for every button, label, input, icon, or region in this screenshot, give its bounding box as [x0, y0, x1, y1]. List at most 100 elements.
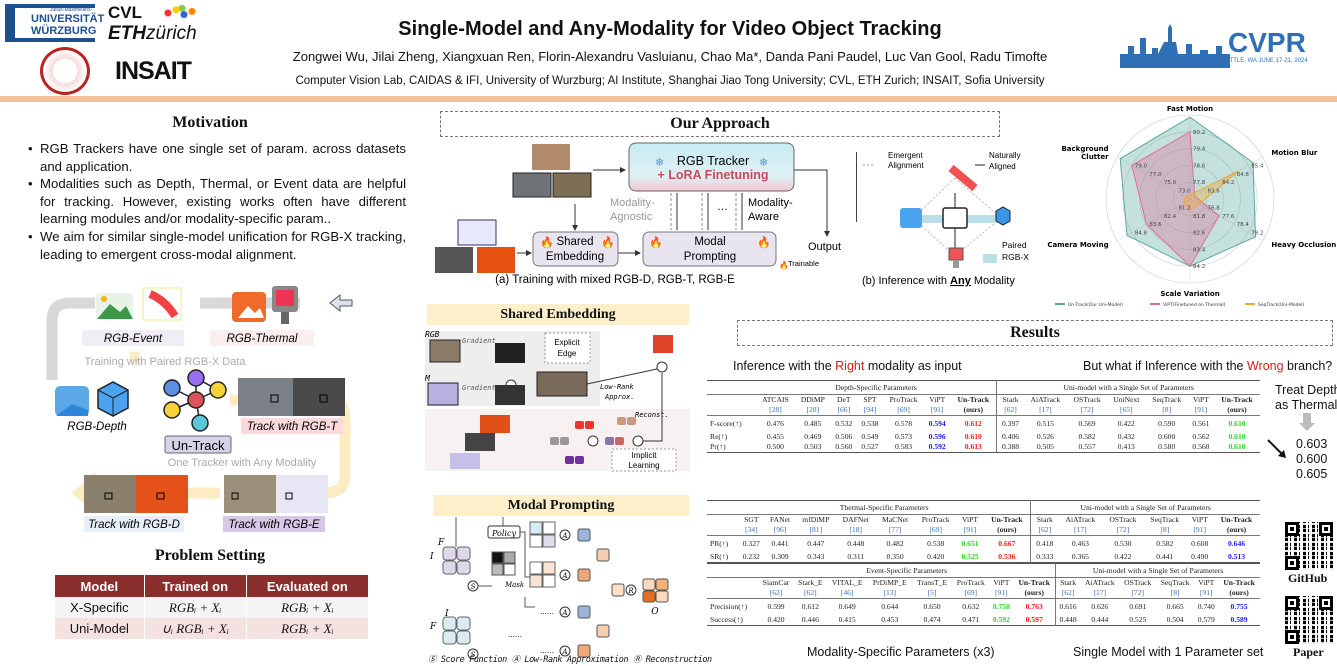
value-cell: 0.589 [1230, 614, 1248, 624]
value-cell: 0.420 [927, 551, 945, 561]
value-cell: 0.549 [861, 431, 879, 441]
column-header: AiATrack[17] [1080, 577, 1120, 599]
gradient-map [495, 343, 525, 363]
header-divider [0, 96, 1337, 102]
caption-b-any: Any [950, 275, 972, 287]
value-cell: 0.616 [1055, 598, 1081, 615]
depth-cube-icon [97, 381, 129, 417]
natural-label: Naturally [989, 151, 1021, 160]
header-cell: Evaluated on [246, 575, 370, 597]
modal-prompting-title: Modal Prompting [433, 495, 689, 516]
value-cell: 0.482 [886, 538, 904, 548]
metric-label: Re(↑) [710, 431, 728, 441]
radar-axis-label: Clutter [1081, 153, 1109, 161]
paper-label[interactable]: Paper [1293, 645, 1324, 659]
trainable-label: Trainable [788, 259, 819, 268]
explicit-edge-box [544, 332, 591, 364]
value-cell: 0.740 [1197, 601, 1215, 611]
group-header: Uni-model with a Single Set of Parameter… [1030, 500, 1260, 515]
radar-axis-line [1117, 198, 1191, 242]
snowflake-icon: ❄ [759, 157, 768, 169]
method-name: DAFNet [842, 515, 869, 524]
radar-tick-label: 82.4 [1164, 214, 1177, 220]
column-header: Stark[62] [996, 394, 1024, 416]
affiliations: Computer Vision Lab, CAIDAS & IFI, Unive… [295, 75, 1045, 87]
column-header: Un-Track(ours) [950, 394, 997, 416]
value-cell: 0.590 [1158, 418, 1176, 428]
radar-tick-label: 78.6 [1193, 163, 1206, 169]
logo-text: zürich [146, 23, 197, 44]
event-volume-icon [142, 287, 182, 321]
value-cell: 0.646 [1227, 538, 1246, 548]
radar-tick-label: 82.6 [1193, 231, 1206, 237]
column-header-row: SiamCar[62]Stark_E[62]VITAL_E[46]PrDiMP_… [707, 577, 1260, 599]
logo-text: WÜRZBURG [31, 25, 97, 37]
github-label[interactable]: GitHub [1288, 571, 1328, 585]
radar-tick-label: 75.0 [1164, 180, 1177, 186]
depth-frames [465, 433, 495, 451]
empty-cell [707, 380, 756, 395]
method-ref: [8] [1162, 405, 1172, 414]
method-name: mfDiMP [802, 515, 830, 524]
value-cell: 0.582 [1156, 538, 1174, 548]
value-cell: 0.594 [928, 418, 946, 428]
bullet: Modalities such as Depth, Thermal, or Ev… [28, 175, 406, 228]
value-cell: 0.525 [961, 551, 979, 561]
radar-axis-label: Background [1061, 145, 1108, 153]
method-name: DeT [837, 395, 851, 404]
column-header: ProTrack[69] [883, 394, 925, 416]
radar-tick-label: 78.4 [1237, 222, 1250, 228]
column-header: ATCAIS[28] [755, 394, 795, 416]
a-node: A [561, 572, 567, 580]
radar-tick-label: 84.8 [1237, 172, 1250, 178]
method-name: Un-Track [1221, 395, 1253, 404]
group-header: Thermal-Specific Parameters [737, 500, 1031, 515]
method-name: ProTrack [889, 395, 918, 404]
radar-axis-line [1117, 156, 1191, 200]
method-name: ATCAIS [762, 395, 789, 404]
rgb-frames [512, 144, 592, 198]
a-node: A [561, 648, 567, 656]
method-ref: [5] [927, 588, 937, 597]
method-name: DDiMP [800, 395, 825, 404]
method-ref: (ours) [1024, 588, 1044, 597]
treat-value: 0.605 [1296, 467, 1328, 481]
value-cell: 0.665 [1166, 601, 1184, 611]
value-cell: 0.455 [766, 431, 784, 441]
method-ref: [96] [773, 525, 787, 534]
radar-axis-line [1189, 198, 1263, 242]
shared-embedding-title: Shared Embedding [427, 304, 689, 325]
value-cell: 0.406 [996, 431, 1024, 442]
value-cell: 0.432 [1117, 431, 1135, 441]
o-label: O [651, 607, 659, 617]
column-header: SPT[94] [856, 394, 884, 416]
output-label: Output [808, 241, 841, 253]
method-ref: [8] [1160, 525, 1170, 534]
column-header: SGT[34] [737, 514, 765, 536]
inference-diagram: Emergent Alignment Naturally Aligned Pai… [862, 151, 1029, 287]
method-ref: (ours) [1229, 588, 1249, 597]
value-cell: 0.530 [1114, 538, 1132, 548]
snowflake-icon: ❄ [655, 157, 664, 169]
radar-tick-label: 84.8 [1135, 231, 1148, 237]
method-name: Stark [1036, 515, 1053, 524]
method-ref: [91] [963, 525, 977, 534]
radar-axis-line [1189, 156, 1263, 200]
lowrank-label: Approx. [604, 393, 635, 401]
caption-b: Modality [971, 275, 1016, 287]
radar-tick-label: 83.6 [1149, 222, 1162, 228]
radar-axis-label: Camera Moving [1047, 241, 1108, 249]
column-header: DDiMP[28] [795, 394, 831, 416]
column-header: ViPT[91] [1194, 577, 1219, 599]
method-ref: [94] [863, 405, 877, 414]
cell: RGBᵢ + Xᵢ [144, 597, 247, 618]
metric-label: PR(↑) [710, 538, 729, 548]
value-cell: 0.485 [804, 418, 822, 428]
radar-tick-label: 79.2 [1251, 231, 1263, 237]
treat-line: Treat Depth [1275, 383, 1337, 397]
rgb-tracker-box [628, 142, 795, 192]
value-cell: 0.755 [1230, 601, 1248, 611]
value-cell: 0.557 [1078, 441, 1096, 451]
